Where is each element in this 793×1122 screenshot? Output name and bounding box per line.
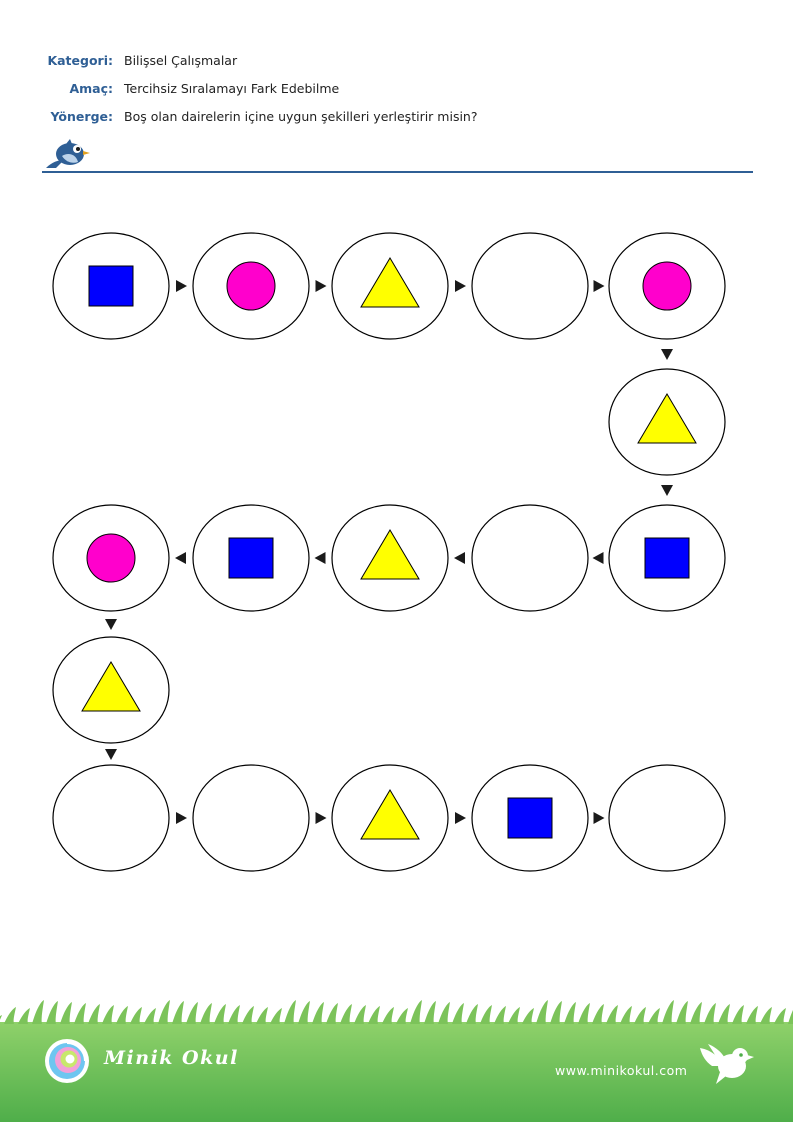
instruction-label: Yönerge: — [50, 109, 113, 124]
blue-square — [228, 537, 274, 579]
arrow-icon — [105, 619, 117, 630]
website-link[interactable]: www.minikokul.com — [555, 1063, 688, 1078]
brand-name: Minik Okul — [104, 1047, 239, 1069]
pink-circle — [86, 533, 136, 583]
bird-icon — [46, 139, 90, 168]
arrow-icon — [593, 280, 605, 292]
sequence-slot — [52, 764, 170, 872]
arrow-icon — [661, 485, 673, 496]
instruction-row: Yönerge: Boş olan dairelerin içine uygun… — [0, 109, 793, 129]
arrow-icon — [454, 552, 465, 564]
aim-row: Amaç: Tercihsiz Sıralamayı Fark Edebilme — [0, 81, 793, 101]
sequence-slot — [192, 764, 310, 872]
pink-circle — [226, 261, 276, 311]
bird-icon — [700, 1044, 754, 1084]
arrow-icon — [593, 812, 605, 824]
header-rule — [42, 171, 753, 173]
arrow-icon — [661, 349, 673, 360]
blue-square — [507, 797, 553, 839]
pink-circle — [642, 261, 692, 311]
yellow-triangle — [360, 257, 420, 308]
arrow-icon — [176, 812, 187, 824]
blue-square — [88, 265, 134, 307]
aim-value: Tercihsiz Sıralamayı Fark Edebilme — [124, 81, 340, 96]
swirl-logo-icon — [45, 1039, 89, 1083]
arrow-icon — [105, 749, 117, 760]
category-row: Kategori: Bilişsel Çalışmalar — [0, 53, 793, 73]
category-value: Bilişsel Çalışmalar — [124, 53, 238, 68]
arrow-icon — [176, 280, 187, 292]
sequence-slot — [471, 504, 589, 612]
arrow-icon — [592, 552, 604, 564]
yellow-triangle — [81, 661, 141, 712]
yellow-triangle — [360, 789, 420, 840]
arrow-icon — [315, 280, 327, 292]
sequence-slot — [471, 232, 589, 340]
yellow-triangle — [637, 393, 697, 444]
arrow-icon — [455, 280, 466, 292]
sequence-board — [52, 232, 726, 872]
arrow-icon — [455, 812, 466, 824]
sequence-slot — [608, 764, 726, 872]
arrow-icon — [314, 552, 326, 564]
arrow-icon — [175, 552, 186, 564]
arrow-icon — [315, 812, 327, 824]
instruction-value: Boş olan dairelerin içine uygun şekiller… — [124, 109, 478, 124]
grass-footer — [0, 1000, 793, 1122]
aim-label: Amaç: — [69, 81, 113, 96]
category-label: Kategori: — [47, 53, 113, 68]
blue-square — [644, 537, 690, 579]
yellow-triangle — [360, 529, 420, 580]
